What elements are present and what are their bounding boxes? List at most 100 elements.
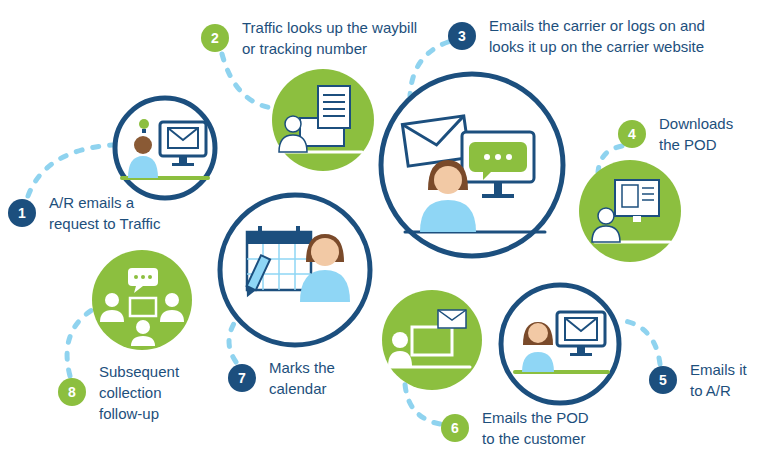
envelope-flap: [168, 128, 198, 140]
monitor: [615, 180, 659, 216]
step-number: 2: [201, 24, 229, 52]
person-body: [131, 336, 155, 346]
person-hair: [523, 322, 553, 345]
bubble-dot: [148, 275, 152, 279]
step-text: A/R emails a request to Traffic: [49, 192, 174, 234]
monitor: [412, 327, 452, 355]
person-head: [598, 208, 614, 224]
monitor-stand: [179, 156, 187, 164]
monitor-stand: [633, 216, 641, 222]
calendar-header: [247, 232, 311, 244]
bubble-dot: [484, 154, 490, 160]
step-number: 3: [448, 22, 476, 50]
step-text: Emails the carrier or logs on and looks …: [489, 15, 714, 57]
envelope: [438, 310, 466, 328]
dotted-leader: [222, 54, 272, 108]
monitor-stand: [577, 346, 585, 354]
step-text: Emails the POD to the customer: [482, 407, 595, 449]
person-body: [592, 226, 620, 242]
person-head: [134, 136, 152, 154]
lightbulb: [139, 119, 149, 129]
dotted-leader: [405, 384, 440, 424]
step-badge: 2Traffic looks up the waybill or trackin…: [201, 24, 229, 52]
step-number: 6: [441, 414, 469, 442]
step-text: Traffic looks up the waybill or tracking…: [242, 17, 427, 59]
icon-circle: [382, 290, 482, 390]
person-head: [285, 116, 301, 132]
icon-circle: [579, 160, 681, 262]
calendar: [247, 232, 311, 290]
step-badge: 5Emails it to A/R: [649, 366, 677, 394]
person-body: [279, 135, 307, 152]
envelope-flap: [438, 310, 466, 320]
step-number: 1: [8, 199, 36, 227]
step-text: Emails it to A/R: [690, 359, 755, 401]
person-head: [434, 166, 462, 194]
step-number: 8: [58, 378, 86, 406]
step-badge: 7Marks the calendar: [228, 364, 256, 392]
step-badge: 3Emails the carrier or logs on and looks…: [448, 22, 476, 50]
icon-circle: [220, 195, 370, 345]
speech-bubble: [128, 268, 158, 286]
lightbulb-base: [142, 129, 146, 133]
step-text: Subsequent collection follow-up: [99, 361, 189, 424]
envelope: [402, 116, 469, 166]
calendar-grid: [247, 244, 311, 290]
envelope-flap: [402, 116, 467, 149]
person-head: [136, 320, 150, 334]
monitor-base: [482, 194, 514, 198]
person-head: [165, 293, 179, 307]
step-number: 4: [618, 120, 646, 148]
person-head: [392, 332, 408, 348]
pencil-tip: [242, 286, 255, 299]
monitor: [462, 132, 534, 182]
monitor: [130, 298, 156, 316]
step-badge: 6Emails the POD to the customer: [441, 414, 469, 442]
person-head: [528, 323, 548, 343]
monitor-base: [172, 163, 194, 166]
bubble-tail: [134, 286, 143, 293]
envelope: [168, 128, 198, 148]
dotted-leader: [229, 320, 236, 362]
bubble-dot: [141, 275, 145, 279]
person-body: [160, 310, 184, 322]
step-text: Marks the calendar: [269, 357, 349, 399]
calendar-ring: [296, 226, 300, 236]
dotted-leader: [28, 145, 112, 196]
speech-bubble: [469, 142, 527, 180]
document: [318, 86, 350, 128]
dotted-leader: [67, 308, 95, 376]
pencil: [247, 255, 270, 290]
icon-circle: [92, 250, 192, 350]
icon-circle: [501, 285, 619, 403]
step-badge: 4Downloads the POD: [618, 120, 646, 148]
person-body: [420, 200, 476, 232]
monitor-stand: [494, 182, 502, 196]
step-number: 5: [649, 366, 677, 394]
bubble-dot: [495, 154, 501, 160]
bubble-dot: [506, 154, 512, 160]
icon-circle: [115, 98, 215, 198]
step-badge: 1A/R emails a request to Traffic: [8, 199, 36, 227]
person-body: [300, 270, 350, 302]
step-number: 7: [228, 364, 256, 392]
icon-circle: [272, 69, 374, 171]
monitor: [160, 122, 206, 156]
person-head: [105, 293, 119, 307]
envelope: [565, 318, 597, 340]
step-text: Downloads the POD: [659, 113, 744, 155]
step-badge: 8Subsequent collection follow-up: [58, 378, 86, 406]
person-body: [100, 310, 124, 322]
document-lines: [642, 188, 654, 200]
monitor-base: [570, 353, 592, 356]
calendar-ring: [258, 226, 262, 236]
person-body: [388, 351, 412, 366]
icon-circle: [381, 74, 563, 256]
bubble-dot: [134, 275, 138, 279]
dotted-leader: [620, 320, 660, 364]
document: [622, 185, 638, 207]
document-lines: [323, 95, 345, 116]
person-body: [522, 352, 554, 372]
envelope-flap: [565, 318, 597, 331]
monitor: [557, 312, 605, 346]
